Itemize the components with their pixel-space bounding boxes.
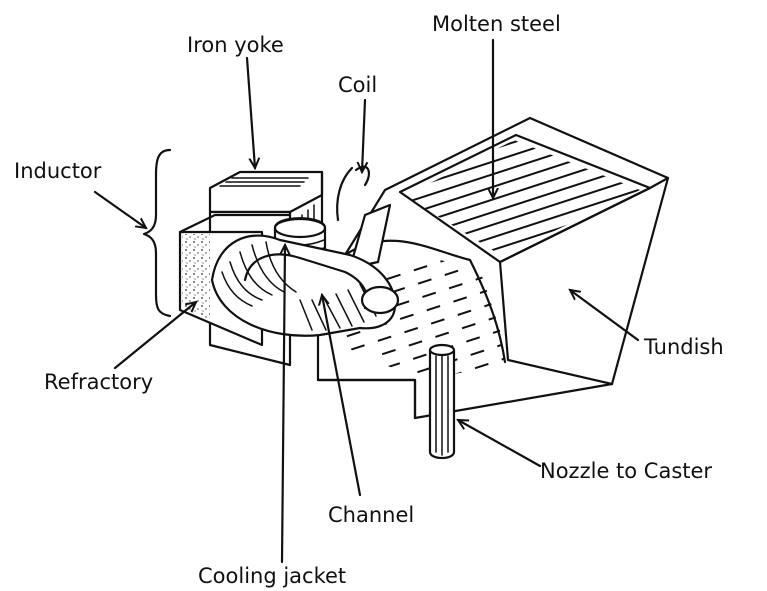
cooling-jacket-ribs: [221, 241, 377, 331]
label-inductor: Inductor: [14, 159, 102, 183]
label-cooling-jacket: Cooling jacket: [198, 564, 346, 588]
label-molten-steel: Molten steel: [432, 12, 561, 36]
label-iron-yoke: Iron yoke: [187, 33, 284, 57]
label-channel: Channel: [328, 503, 414, 527]
inductor-assembly: [178, 165, 400, 367]
label-refractory: Refractory: [44, 370, 153, 394]
tundish-vessel: [316, 116, 670, 420]
label-nozzle: Nozzle to Caster: [540, 459, 712, 483]
leader-lines: [93, 38, 640, 564]
label-tundish: Tundish: [643, 335, 724, 359]
nozzle-tube: [428, 343, 456, 460]
label-coil: Coil: [338, 73, 377, 97]
inductor-brace: [142, 148, 172, 318]
